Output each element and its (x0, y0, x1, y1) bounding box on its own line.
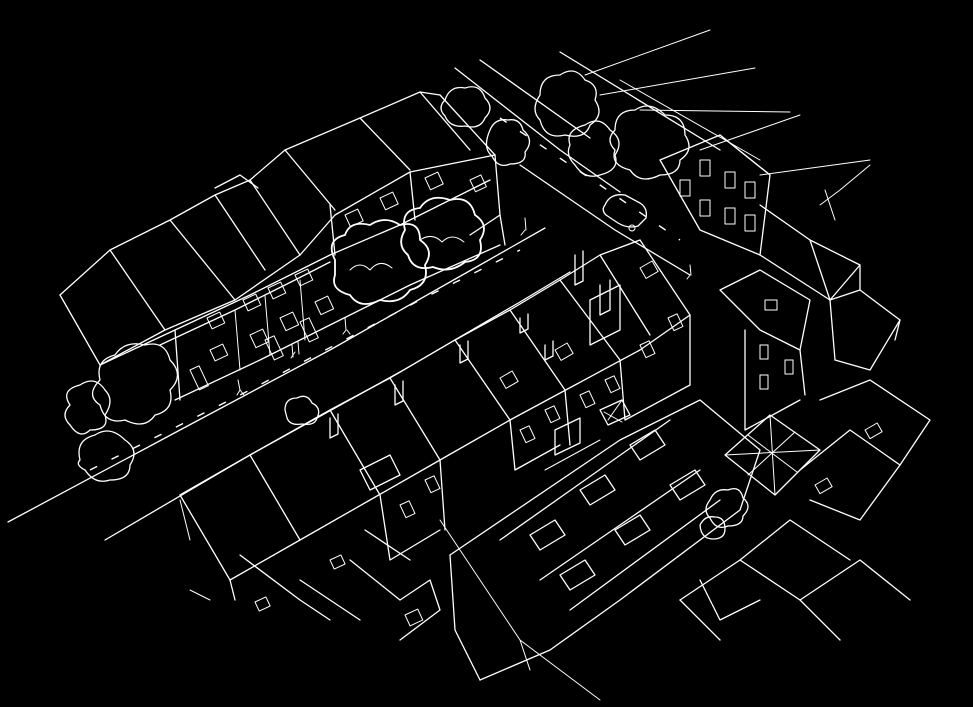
cross-street (454, 29, 871, 276)
southeast-block (449, 379, 931, 681)
car (602, 194, 648, 232)
north-terrace-row (59, 91, 506, 401)
pedestrians (236, 217, 692, 396)
east-blocks (659, 134, 901, 431)
tree-left (64, 343, 179, 482)
tree-group-northeast (440, 70, 690, 180)
south-terrace-row (179, 239, 691, 641)
construction-lines (179, 499, 601, 701)
tree-group-north (330, 196, 485, 305)
small-sheds (544, 399, 631, 471)
